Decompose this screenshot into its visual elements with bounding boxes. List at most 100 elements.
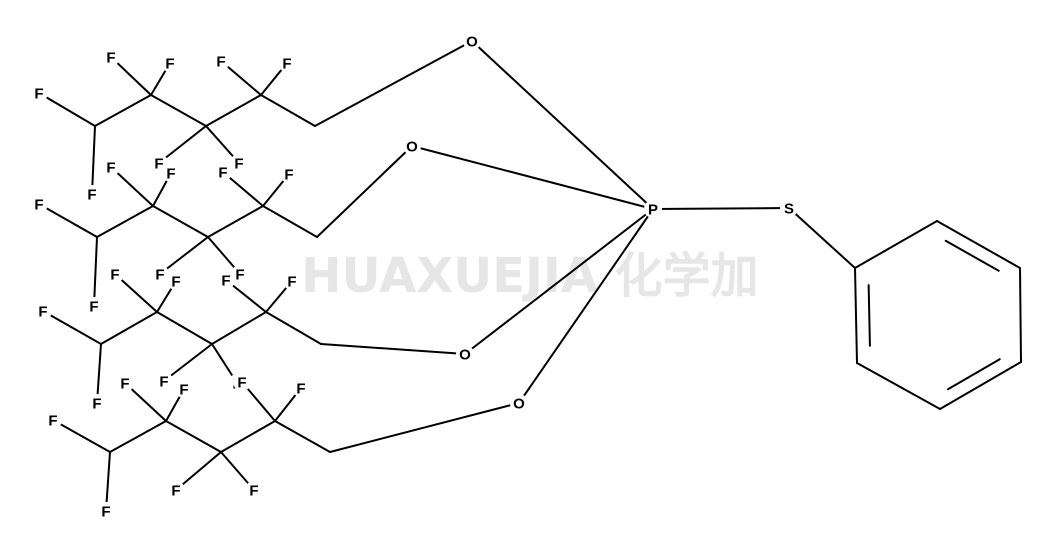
bond-c3_4-c3_5	[265, 311, 322, 345]
atom-background	[278, 54, 296, 72]
atom-background	[155, 372, 173, 390]
atom-label: F	[282, 56, 291, 73]
atom-label: F	[235, 267, 244, 284]
atom-label: F	[48, 413, 57, 430]
atom-background	[780, 199, 798, 217]
bond-c1_1-c1_2	[94, 94, 152, 127]
atom-background	[44, 411, 62, 429]
bond-c3_5-O3	[320, 343, 466, 355]
atom-label: F	[89, 299, 98, 316]
atom-background	[245, 481, 263, 499]
atom-background	[34, 302, 52, 320]
atom-label: F	[87, 187, 96, 204]
atom-background	[162, 164, 180, 182]
atom-label: F	[106, 160, 115, 177]
bond-c1_5-O1	[314, 40, 473, 127]
bond-O4-P	[518, 208, 654, 404]
bond-c4_1-d1	[52, 419, 111, 453]
atom-background	[85, 297, 103, 315]
double-bond-r2-r3	[944, 239, 1000, 272]
bond-c1_1-a1	[38, 92, 96, 127]
atom-background	[88, 394, 106, 412]
atom-background	[231, 265, 249, 283]
atom-label: F	[34, 197, 43, 214]
bond-r5-r6	[856, 362, 941, 410]
atom-background	[83, 185, 101, 203]
bond-c4_3-d5	[175, 451, 222, 491]
atom-background	[150, 154, 168, 172]
bond-c1_1-a2	[91, 125, 96, 195]
bond-c2_3-b5	[159, 236, 209, 275]
bond-c2_4-c2_5	[262, 205, 318, 238]
atom-O1: O	[463, 32, 481, 51]
bond-r2-r3	[936, 220, 1021, 269]
bond-r1-r2	[854, 220, 938, 269]
atom-label: F	[218, 165, 227, 182]
atom-a7: F	[212, 52, 230, 71]
atom-background	[644, 200, 662, 218]
atom-label: F	[106, 50, 115, 67]
atom-d3: F	[116, 374, 134, 393]
atom-S: S	[780, 199, 798, 218]
atom-label: F	[237, 375, 246, 392]
atom-label: F	[179, 382, 188, 399]
atom-background	[214, 163, 232, 181]
atom-c5: F	[155, 372, 173, 391]
atom-label: F	[284, 167, 293, 184]
atom-b1: F	[30, 195, 48, 214]
bond-c1_3-a5	[158, 125, 207, 164]
bond-c1_2-c1_3	[150, 94, 207, 127]
bond-P-S	[652, 207, 790, 210]
atom-label: F	[155, 267, 164, 284]
atom-background	[167, 481, 185, 499]
atom-background	[102, 48, 120, 66]
atom-d5: F	[167, 481, 185, 500]
bond-c3_3-c5	[163, 343, 213, 382]
atom-label: F	[171, 274, 180, 291]
atom-a3: F	[102, 48, 120, 67]
bond-c2_1-b2	[93, 236, 98, 307]
bond-c2_5-O2	[316, 145, 413, 238]
atom-background	[151, 265, 169, 283]
atom-background	[30, 195, 48, 213]
atom-label: F	[101, 504, 110, 521]
bond-r6-r1	[854, 267, 858, 364]
bond-c3_2-c3	[114, 273, 158, 313]
atom-d4: F	[175, 380, 193, 399]
atom-d1: F	[44, 411, 62, 430]
bond-c2_3-c2_4	[207, 205, 264, 238]
atom-label: F	[216, 54, 225, 71]
atom-background	[456, 345, 474, 363]
bond-c1_3-c1_4	[205, 94, 262, 127]
atom-a1: F	[30, 84, 48, 103]
atom-background	[230, 154, 248, 172]
atom-label: F	[120, 376, 129, 393]
atom-label: F	[287, 274, 296, 291]
atom-label: O	[406, 139, 418, 156]
atom-label: P	[648, 202, 658, 219]
atom-background	[167, 272, 185, 290]
atom-O3: O	[456, 345, 474, 364]
atom-d2: F	[97, 502, 115, 521]
bond-c4_2-d3	[124, 382, 167, 422]
atom-label: F	[154, 156, 163, 173]
atom-background	[510, 394, 528, 412]
atom-b8: F	[280, 165, 298, 184]
atom-background	[102, 158, 120, 176]
bond-c3_1-c1	[42, 310, 102, 345]
atom-c8: F	[283, 272, 301, 291]
bond-c4_4-c4_5	[274, 420, 331, 453]
atom-label: O	[513, 396, 525, 413]
atom-background	[212, 52, 230, 70]
atom-a4: F	[161, 54, 179, 73]
bond-c2_2-b3	[110, 166, 154, 207]
double-bond-r4-r5	[947, 358, 1001, 391]
atom-c4: F	[167, 272, 185, 291]
atom-label: F	[296, 381, 305, 398]
atom-background	[116, 374, 134, 392]
atom-d8: F	[292, 379, 310, 398]
atom-background	[106, 265, 124, 283]
atom-a8: F	[278, 54, 296, 73]
atom-b2: F	[85, 297, 103, 316]
